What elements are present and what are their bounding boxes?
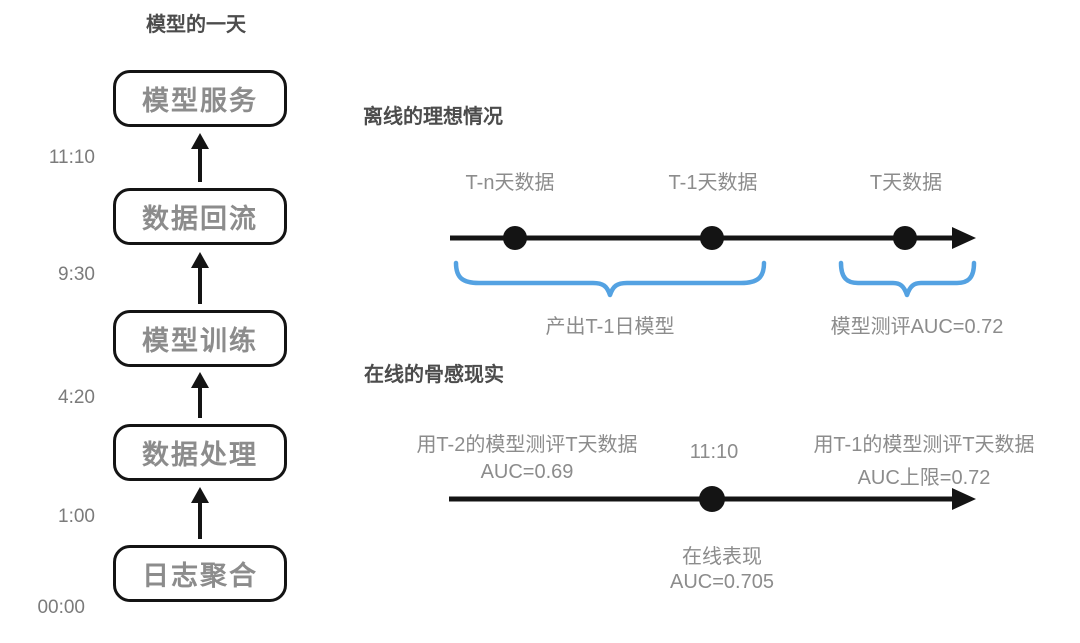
up-arrow-icon	[191, 133, 209, 182]
online-heading: 在线的骨感现实	[364, 364, 504, 386]
offline-point-label-t1: T-1天数据	[668, 172, 758, 194]
timeline-dot	[503, 226, 527, 250]
online-right-label-line2: AUC上限=0.72	[857, 467, 991, 489]
offline-heading: 离线的理想情况	[363, 106, 503, 128]
time-label-1110: 11:10	[48, 147, 95, 168]
timeline-dot	[893, 226, 917, 250]
online-performance-label-line2: AUC=0.705	[670, 571, 774, 593]
timeline-dot	[700, 226, 724, 250]
stage-box-model-training: 模型训练	[113, 310, 287, 367]
stage-box-model-serving: 模型服务	[113, 70, 287, 127]
underbrace-left	[453, 260, 767, 298]
up-arrow-icon	[191, 252, 209, 304]
brace-label-eval-auc: 模型测评AUC=0.72	[830, 316, 1004, 338]
stage-box-log-aggregation: 日志聚合	[113, 545, 287, 602]
online-left-label-line2: AUC=0.69	[480, 461, 574, 483]
time-label-0000: 00:00	[37, 597, 85, 618]
right-arrowhead-icon	[952, 227, 976, 249]
online-left-label-line1: 用T-2的模型测评T天数据	[416, 434, 638, 456]
time-label-0420: 4:20	[58, 387, 95, 408]
timeline-dot	[699, 486, 725, 512]
online-right-label-line1: 用T-1的模型测评T天数据	[813, 434, 1035, 456]
stage-box-data-processing: 数据处理	[113, 424, 287, 481]
pipeline-title: 模型的一天	[146, 14, 246, 36]
online-dot-time-label: 11:10	[689, 441, 739, 463]
brace-label-produce-model: 产出T-1日模型	[545, 316, 675, 338]
pipeline-arrows	[191, 133, 209, 539]
time-label-0930: 9:30	[58, 264, 95, 285]
up-arrow-icon	[191, 372, 209, 418]
offline-timeline-axis	[450, 226, 976, 250]
time-label-0100: 1:00	[58, 506, 95, 527]
stage-box-data-backflow: 数据回流	[113, 188, 287, 245]
online-performance-label-line1: 在线表现	[682, 546, 762, 568]
underbrace-right	[838, 260, 977, 298]
offline-point-label-t: T天数据	[869, 172, 943, 194]
online-timeline-axis	[449, 486, 976, 512]
offline-point-label-tn: T-n天数据	[465, 172, 555, 194]
up-arrow-icon	[191, 487, 209, 539]
right-arrowhead-icon	[952, 488, 976, 510]
